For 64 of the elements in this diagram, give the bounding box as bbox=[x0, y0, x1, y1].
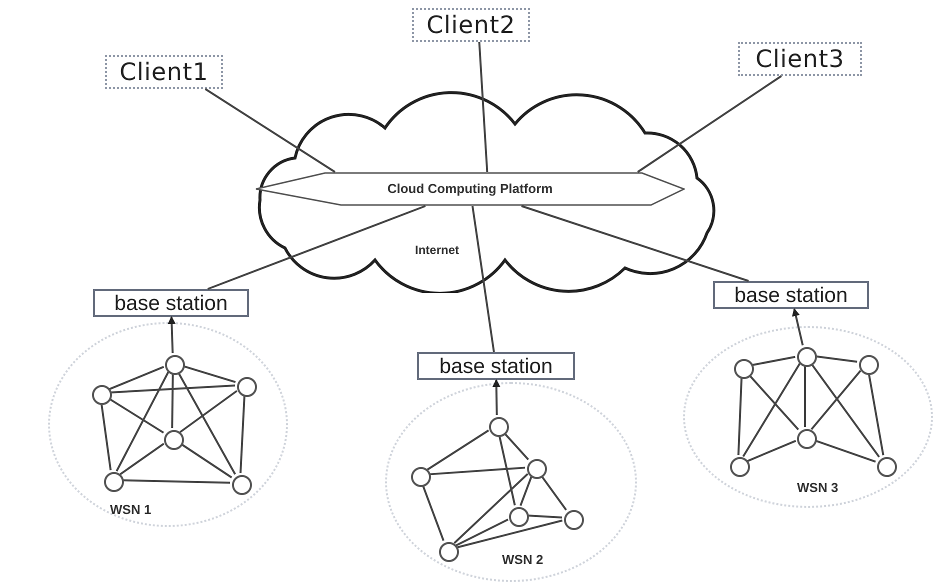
arrow bbox=[792, 308, 804, 346]
connector-line bbox=[204, 88, 336, 173]
connector-line bbox=[540, 474, 567, 510]
connector-line bbox=[122, 479, 230, 484]
connector-line bbox=[521, 205, 749, 282]
connector-line bbox=[804, 365, 806, 427]
connector-line bbox=[240, 394, 246, 474]
connector-line bbox=[810, 362, 880, 458]
client-box bbox=[738, 42, 862, 76]
connector-line bbox=[526, 514, 562, 518]
client-box bbox=[105, 55, 223, 89]
connector-line bbox=[182, 364, 236, 384]
node-label: Internet bbox=[415, 243, 460, 257]
connector-line bbox=[108, 366, 164, 390]
connector-line bbox=[746, 440, 796, 462]
node-label: Cloud Computing Platform bbox=[387, 180, 553, 198]
connector-line bbox=[637, 75, 782, 173]
connector-line bbox=[100, 402, 112, 470]
connector-line bbox=[456, 518, 508, 546]
node-label: Client2 bbox=[426, 13, 516, 37]
connector-line bbox=[752, 356, 796, 366]
connector-line bbox=[814, 355, 858, 363]
base-station-box bbox=[417, 352, 575, 380]
node-label: WSN 3 bbox=[797, 480, 838, 495]
connector-line bbox=[742, 363, 801, 457]
client-box bbox=[412, 8, 530, 42]
connector-line bbox=[116, 371, 170, 472]
arrow bbox=[168, 316, 176, 354]
node-label: base station bbox=[734, 284, 848, 306]
connector-line bbox=[108, 397, 164, 434]
connector-line bbox=[868, 372, 884, 456]
network-ellipse bbox=[48, 322, 288, 527]
connector-line bbox=[177, 371, 236, 475]
connector-line bbox=[426, 430, 490, 470]
connector-line bbox=[810, 370, 862, 430]
connector-line bbox=[171, 372, 174, 428]
connector-line bbox=[456, 520, 563, 548]
node-label: WSN 1 bbox=[110, 502, 152, 517]
connector-line bbox=[428, 466, 526, 476]
connector-line bbox=[498, 434, 516, 506]
connector-line bbox=[180, 442, 232, 478]
connector-line bbox=[454, 473, 528, 544]
connector-line bbox=[478, 42, 488, 172]
node-label: Client3 bbox=[756, 47, 844, 71]
connector-line bbox=[110, 384, 236, 394]
network-ellipse bbox=[385, 382, 637, 582]
node-label: Client1 bbox=[120, 60, 208, 84]
base-station-box bbox=[713, 281, 869, 309]
connector-line bbox=[814, 439, 876, 463]
node-label: WSN 2 bbox=[502, 552, 544, 567]
connector-line bbox=[737, 376, 743, 456]
connector-line bbox=[520, 476, 532, 506]
connector-line bbox=[180, 390, 238, 433]
connector-line bbox=[422, 484, 444, 541]
base-station-box bbox=[93, 289, 249, 317]
arrow bbox=[492, 379, 500, 416]
network-ellipse bbox=[683, 326, 933, 508]
node-label: base station bbox=[114, 292, 228, 314]
connector-line bbox=[502, 432, 530, 460]
connector-line bbox=[748, 374, 800, 430]
connector-line bbox=[207, 205, 426, 290]
connector-line bbox=[472, 206, 495, 352]
connector-line bbox=[120, 442, 164, 476]
node-label: base station bbox=[439, 356, 553, 376]
